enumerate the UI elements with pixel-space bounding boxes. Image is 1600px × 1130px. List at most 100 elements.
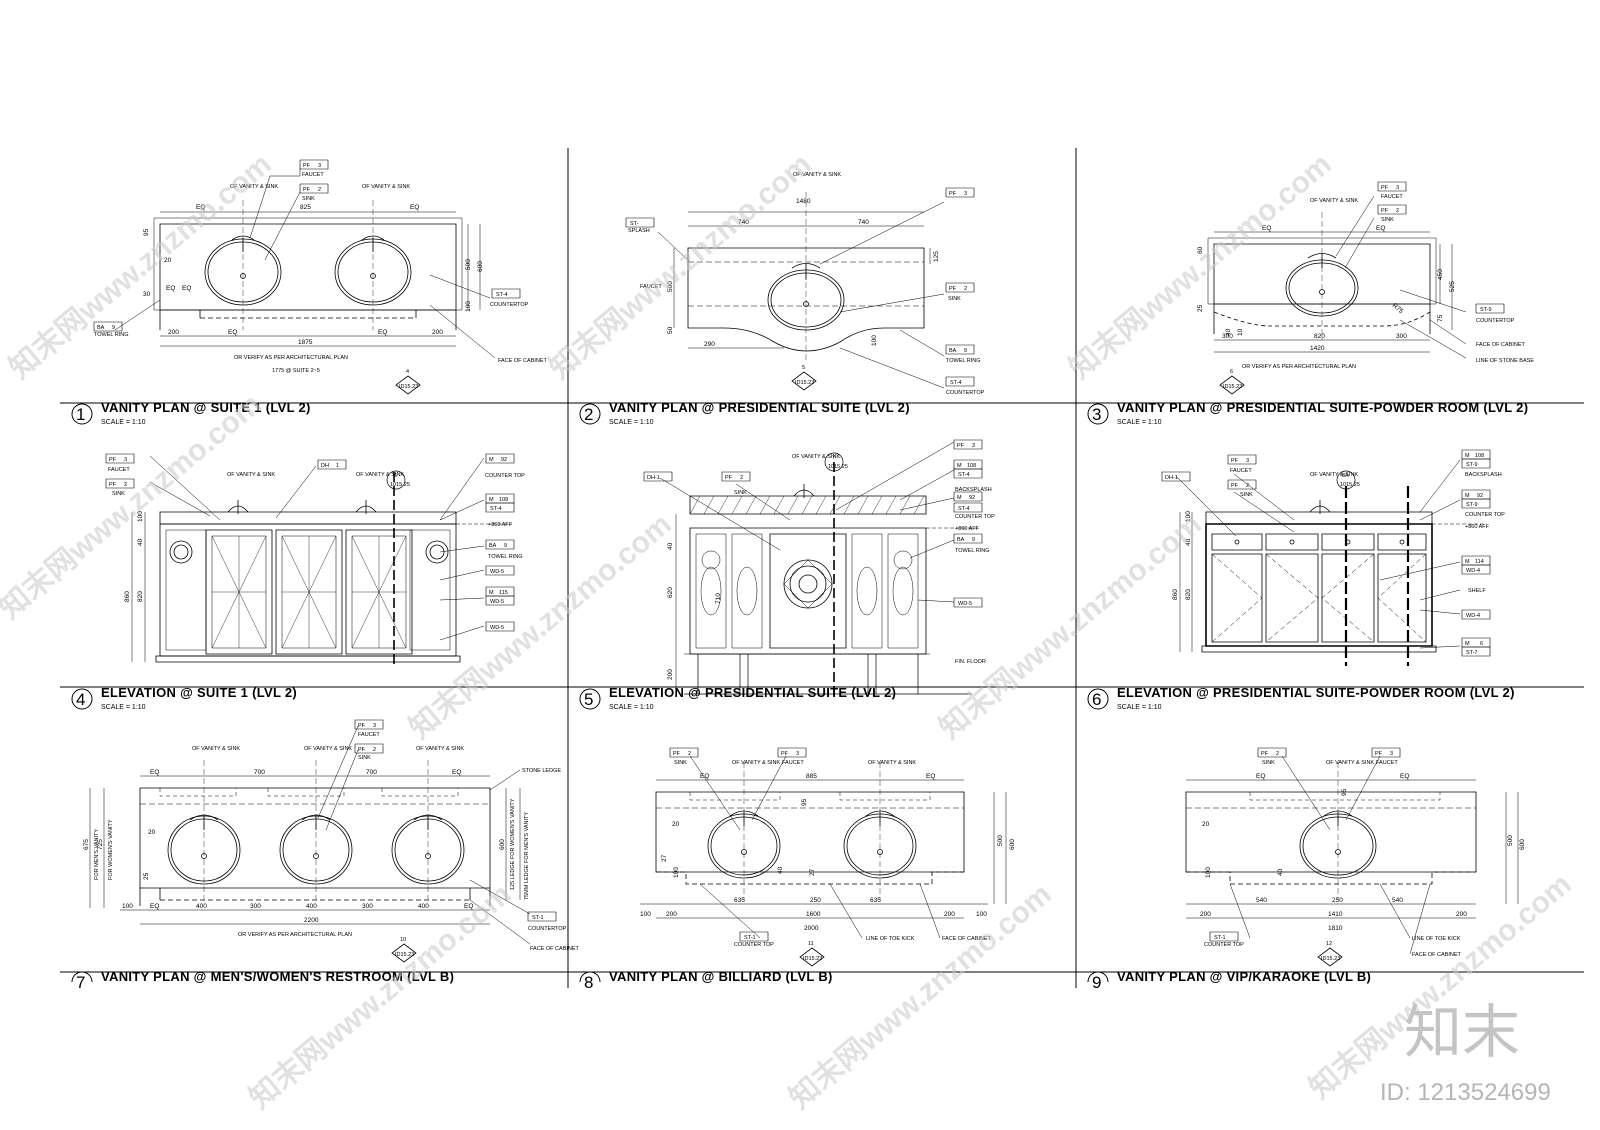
image-id: ID: 1213524699 — [1380, 1079, 1551, 1106]
svg-text:2: 2 — [964, 286, 967, 292]
svg-text:SINK: SINK — [1381, 217, 1394, 223]
svg-text:OF VANITY & SINK: OF VANITY & SINK — [362, 184, 410, 190]
svg-text:75MM LEDGE FOR MEN'S VANITY: 75MM LEDGE FOR MEN'S VANITY — [524, 812, 530, 900]
svg-text:125: 125 — [933, 251, 940, 262]
tag-dh1: DH 1 — [318, 460, 346, 469]
svg-text:BA: BA — [949, 348, 957, 354]
svg-text:100: 100 — [137, 511, 144, 522]
svg-text:VANITY PLAN @ PRESIDENTIAL SUI: VANITY PLAN @ PRESIDENTIAL SUITE-POWDER … — [1117, 400, 1528, 415]
svg-text:COUNTERTOP: COUNTERTOP — [946, 390, 985, 396]
svg-text:EQ: EQ — [1376, 225, 1385, 232]
svg-text:EQ: EQ — [1400, 773, 1409, 780]
svg-text:600: 600 — [499, 839, 506, 850]
svg-text:EQ: EQ — [378, 329, 387, 336]
svg-text:EQ: EQ — [228, 329, 237, 336]
svg-text:FACE OF CABINET: FACE OF CABINET — [942, 936, 992, 942]
svg-text:114: 114 — [1475, 559, 1484, 565]
svg-text:400: 400 — [196, 903, 207, 910]
svg-text:ST-7: ST-7 — [1466, 650, 1478, 656]
svg-text:OF VANITY & SINK: OF VANITY & SINK — [793, 172, 841, 178]
svg-text:WD-4: WD-4 — [1466, 568, 1480, 574]
tag-dh1: DH-1 — [644, 472, 672, 481]
svg-text:9: 9 — [112, 325, 115, 331]
svg-text:SCALE = 1:10: SCALE = 1:10 — [101, 704, 146, 711]
svg-text:DH: DH — [321, 463, 329, 469]
svg-text:60: 60 — [1197, 246, 1204, 254]
svg-text:620: 620 — [667, 587, 674, 598]
svg-text:820: 820 — [137, 591, 144, 602]
svg-text:1015.25: 1015.25 — [828, 464, 848, 470]
svg-text:540: 540 — [1256, 897, 1267, 904]
svg-text:200: 200 — [168, 329, 179, 336]
svg-text:2: 2 — [1276, 751, 1279, 757]
panel-7-text: FAUCET SINK STONE LEDGE COUNTERTOP FACE … — [83, 720, 580, 963]
svg-text:COUNTER TOP: COUNTER TOP — [1465, 512, 1505, 518]
svg-text:27: 27 — [809, 868, 816, 876]
svg-text:2: 2 — [688, 751, 691, 757]
tag-st1: ST-1 — [1210, 932, 1238, 941]
svg-text:FOR MEN'S VANITY: FOR MEN'S VANITY — [94, 829, 100, 880]
tag-wd5b: WD-5 — [486, 596, 514, 605]
svg-text:TOWEL RING: TOWEL RING — [94, 332, 129, 338]
svg-text:EQ: EQ — [166, 285, 175, 292]
tag-st4: ST-4 — [954, 469, 982, 478]
svg-text:1420: 1420 — [1310, 345, 1325, 352]
panel-8-title: 8 VANITY PLAN @ BILLIARD (LVL B) — [580, 969, 832, 992]
svg-text:FOR WOMEN'S VANITY: FOR WOMEN'S VANITY — [108, 819, 114, 880]
svg-text:LINE OF TOE KICK: LINE OF TOE KICK — [1412, 936, 1461, 942]
svg-text:3: 3 — [1396, 185, 1399, 191]
svg-text:ID15.23: ID15.23 — [395, 952, 414, 958]
svg-text:EQ: EQ — [182, 285, 191, 292]
tag-st4: ST-4 — [492, 289, 520, 298]
svg-text:SCALE = 1:10: SCALE = 1:10 — [609, 419, 654, 426]
svg-text:200: 200 — [944, 911, 955, 918]
panel-5-text: SINK BACKSPLASH COUNTER TOP TOWEL RING +… — [644, 440, 995, 680]
svg-text:OF VANITY & SINK: OF VANITY & SINK — [304, 746, 352, 752]
svg-text:3: 3 — [964, 191, 967, 197]
tag-ba9: BA 9 — [946, 345, 974, 354]
svg-text:700: 700 — [254, 769, 265, 776]
tag-dh1: DH-1 — [1162, 472, 1190, 481]
svg-text:2: 2 — [373, 747, 376, 753]
svg-text:EQ: EQ — [150, 769, 159, 776]
svg-text:1: 1 — [336, 463, 339, 469]
panel-7-title: 7 VANITY PLAN @ MEN'S/WOMEN'S RESTROOM (… — [72, 969, 454, 992]
svg-text:知末网www.znzmo.com: 知末网www.znzmo.com — [3, 148, 277, 386]
svg-text:BA: BA — [489, 543, 497, 549]
panel-1-title: 1 VANITY PLAN @ SUITE 1 (LVL 2) SCALE = … — [72, 400, 310, 426]
svg-text:ELEVATION @ PRESIDENTIAL SUITE: ELEVATION @ PRESIDENTIAL SUITE-POWDER RO… — [1117, 685, 1515, 700]
svg-text:PF: PF — [1375, 751, 1383, 757]
svg-text:2200: 2200 — [304, 917, 319, 924]
svg-text:710: 710 — [715, 593, 722, 604]
svg-text:290: 290 — [704, 341, 715, 348]
svg-text:6: 6 — [1230, 369, 1233, 375]
tag-wd4b: WD-4 — [1462, 610, 1490, 619]
svg-text:SCALE = 1:10: SCALE = 1:10 — [101, 419, 146, 426]
svg-text:525: 525 — [1449, 281, 1456, 292]
svg-text:M: M — [1465, 493, 1470, 499]
svg-text:500: 500 — [667, 281, 674, 292]
svg-text:EQ: EQ — [410, 204, 419, 211]
svg-text:PF: PF — [358, 723, 366, 729]
svg-text:WD-5: WD-5 — [490, 569, 504, 575]
svg-text:250: 250 — [1332, 897, 1343, 904]
svg-text:SINK: SINK — [112, 491, 125, 497]
svg-text:600: 600 — [477, 261, 484, 272]
svg-text:300: 300 — [1396, 333, 1407, 340]
svg-text:40: 40 — [1185, 538, 1192, 546]
ref-marker: ID15.236 — [1219, 369, 1245, 395]
svg-text:SPLASH: SPLASH — [628, 228, 650, 234]
svg-text:1480: 1480 — [796, 198, 811, 205]
svg-text:SINK: SINK — [734, 490, 747, 496]
svg-text:300: 300 — [250, 903, 261, 910]
svg-text:FAUCET: FAUCET — [1376, 760, 1398, 766]
section-marker: 1015.257 — [825, 453, 848, 471]
svg-text:9: 9 — [964, 348, 967, 354]
svg-text:400: 400 — [418, 903, 429, 910]
